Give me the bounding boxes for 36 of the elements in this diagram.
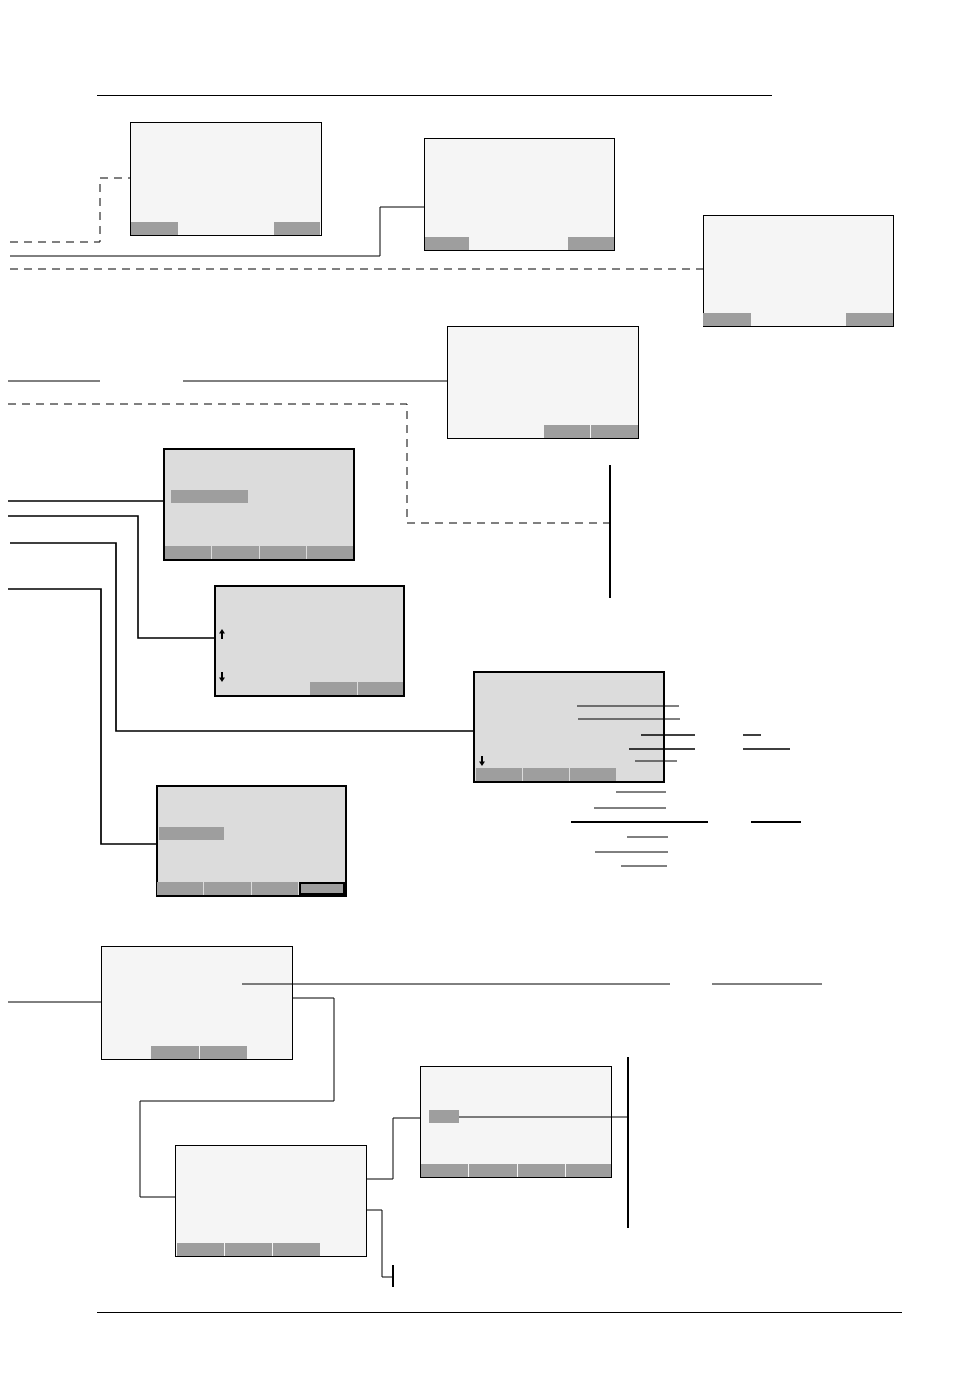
- display-screen: [703, 215, 894, 327]
- leader-line: [640, 734, 762, 736]
- display-screen: [175, 1145, 367, 1257]
- vertical-line: [609, 465, 611, 598]
- display-screen: [101, 946, 293, 1060]
- connector-line: [366, 1117, 421, 1180]
- connector-line: [7, 588, 157, 845]
- connector-line: [9, 177, 131, 243]
- connector-line: [366, 1209, 393, 1278]
- connector-line: [9, 206, 425, 257]
- connector-line: [7, 515, 215, 639]
- connector-line: [7, 380, 448, 382]
- vertical-line: [392, 1265, 394, 1287]
- connector-line: [458, 1116, 628, 1118]
- connector-line: [9, 542, 474, 732]
- leader-line: [628, 748, 791, 750]
- display-screen: [130, 122, 322, 236]
- leader-line: [577, 718, 681, 720]
- leader-line: [634, 760, 678, 762]
- display-screen: [214, 585, 405, 697]
- leader-line: [576, 705, 680, 707]
- selection-bar: [428, 1109, 459, 1123]
- display-screen: [163, 448, 355, 561]
- display-screen: [447, 326, 639, 439]
- display-screen: [420, 1066, 612, 1178]
- display-screen: [424, 138, 615, 251]
- display-screen: [156, 785, 347, 897]
- display-screen: [473, 671, 665, 783]
- leader-line: [241, 983, 823, 985]
- vertical-line: [627, 1057, 629, 1228]
- connector-line: [7, 403, 610, 524]
- connector-line: [7, 500, 164, 502]
- leader-line: [615, 791, 667, 793]
- connector-line: [7, 1001, 102, 1003]
- connector-line: [139, 997, 335, 1198]
- connector-line: [9, 268, 704, 270]
